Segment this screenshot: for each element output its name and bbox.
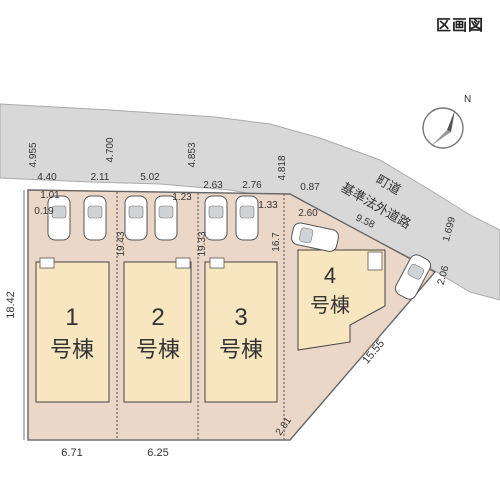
dim-4700: 4.700 [105,137,116,162]
house-3-footprint [204,261,278,403]
car-lot2-a [124,195,148,241]
lot-1-label: 号棟 [50,338,94,363]
svg-text:N: N [464,94,471,105]
dim-4818: 4.818 [277,155,288,180]
lot-3-number: 3 [234,304,247,331]
outdoor-unit-3 [209,257,225,269]
dim-671: 6.71 [61,447,82,459]
dim-087: 0.87 [300,182,320,193]
dim-019: 0.19 [34,206,54,217]
outdoor-unit-1 [39,257,55,269]
dim-211: 2.11 [91,172,110,183]
house-4-footprint [297,249,386,351]
lot-2-number: 2 [151,304,164,331]
dim-4853: 4.853 [187,142,198,167]
lot-2-label: 号棟 [136,338,180,363]
car-lot4-a [290,222,339,252]
dim-167: 16.7 [271,232,282,252]
car-lot3-a [204,195,228,241]
dim-206: 2.06 [436,264,452,286]
dim-263: 2.63 [203,180,223,191]
car-lot1-a [47,195,71,241]
lot-1-number: 1 [65,304,78,331]
dim-123: 1.23 [172,192,192,203]
car-lot4-b [394,254,432,300]
outdoor-unit-2 [175,257,191,269]
dim-101: 1.01 [40,190,60,201]
dim-502: 5.02 [140,172,160,183]
outdoor-unit-4 [367,251,383,271]
lot-4-label: 号棟 [310,293,350,317]
dim-133: 1.33 [258,200,278,211]
dim-276: 2.76 [242,180,262,191]
house-1-footprint [35,261,110,403]
house-2-footprint [123,261,192,403]
page-title: 区画図 [436,16,485,34]
road-corner-bottom [300,300,500,479]
dim-4955: 4.955 [28,142,39,167]
lot-4-number: 4 [324,263,336,288]
road-top [0,103,500,301]
car-lot2-b [154,195,178,241]
dim-625: 6.25 [147,447,168,459]
dim-440: 4.40 [37,172,57,183]
dim-1943: 19.43 [116,231,127,256]
dim-1933: 19.33 [197,231,208,256]
car-lot1-b [83,195,107,241]
car-lot3-b [235,195,259,241]
dim-1842: 18.42 [5,291,17,319]
lot-3-label: 号棟 [219,338,263,363]
north-arrow-icon: N [422,94,471,149]
dim-260: 2.60 [298,208,318,219]
